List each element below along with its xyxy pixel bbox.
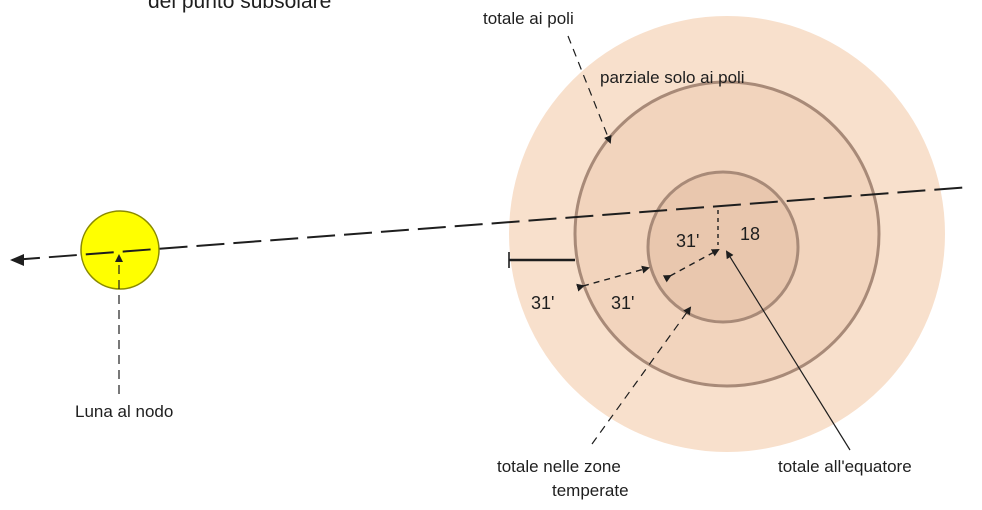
label-totale-zone-temperate-line1: totale nelle zone: [497, 457, 621, 476]
path-arrowhead: [10, 254, 24, 266]
title-fragment: del punto subsolare: [148, 0, 331, 13]
label-totale-zone-temperate-line2: temperate: [552, 481, 629, 500]
label-luna-al-nodo: Luna al nodo: [75, 402, 173, 421]
label-totale-equatore: totale all'equatore: [778, 457, 912, 476]
label-parziale-solo-ai-poli: parziale solo ai poli: [600, 68, 745, 87]
label-distance-middle: 31': [611, 293, 634, 313]
label-totale-ai-poli: totale ai poli: [483, 9, 574, 28]
label-distance-inner: 31': [676, 231, 699, 251]
label-center-value: 18: [740, 224, 760, 244]
label-distance-outer: 31': [531, 293, 554, 313]
inner-zone-disk: [648, 172, 798, 322]
